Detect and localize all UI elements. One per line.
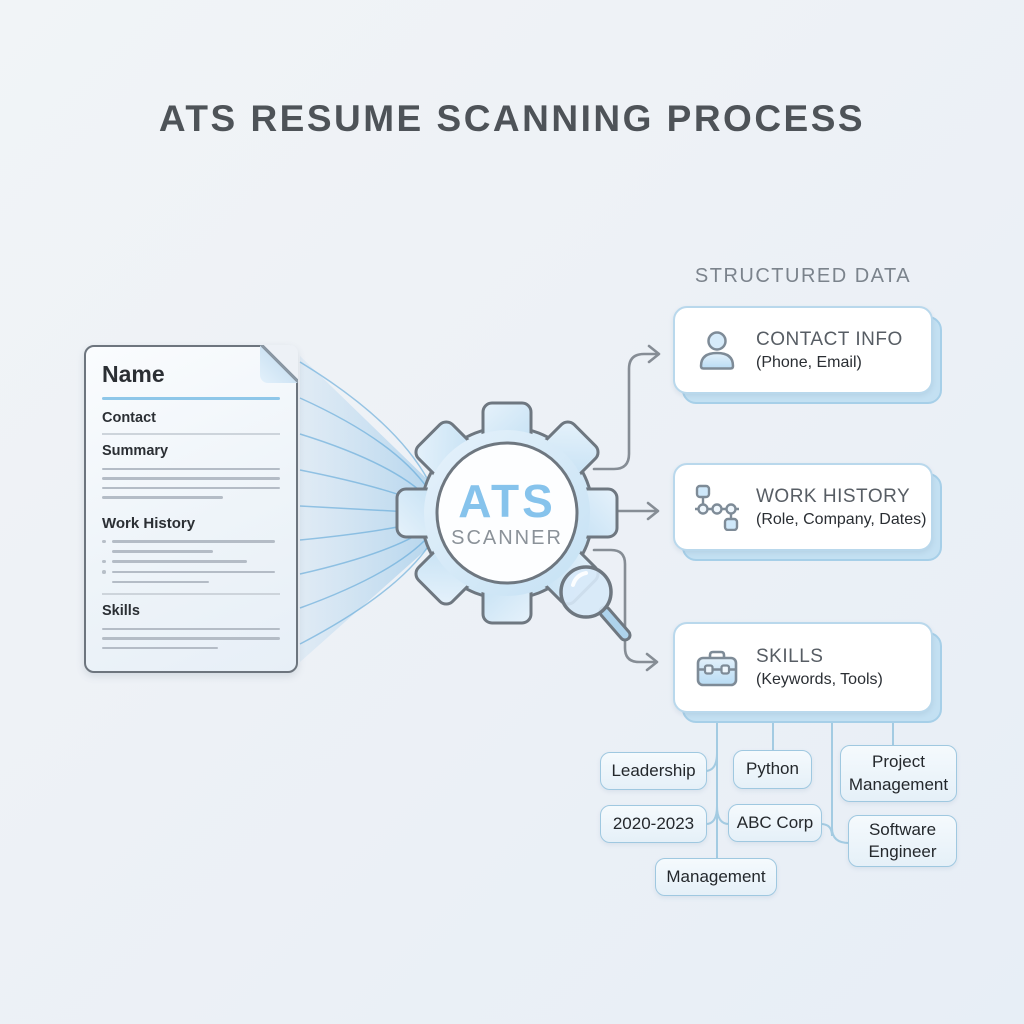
name-underline: [102, 397, 280, 400]
magnifier-icon: [559, 565, 632, 642]
page-fold-corner: [260, 345, 298, 383]
text-line: [102, 627, 280, 630]
resume-summary-heading: Summary: [102, 442, 169, 459]
text-line: [102, 646, 218, 649]
timeline-icon: [695, 484, 739, 531]
divider: [102, 593, 280, 595]
card-subtitle: (Role, Company, Dates): [756, 510, 927, 528]
resume-work-history-heading: Work History: [102, 514, 196, 532]
work-history-card: WORK HISTORY (Role, Company, Dates): [673, 463, 942, 561]
resume-skills-heading: Skills: [102, 602, 140, 619]
gear-icon: ATS SCANNER: [395, 401, 619, 625]
resume-document: Name Contact Summary Work History Skills: [84, 345, 298, 673]
bullet-line: [102, 570, 280, 574]
briefcase-icon: [696, 650, 738, 686]
text-line: [102, 496, 224, 499]
scanner-label-scanner: SCANNER: [451, 527, 563, 549]
page-title: ATS RESUME SCANNING PROCESS: [158, 98, 866, 139]
person-icon: [699, 331, 735, 370]
tag-python: Python: [733, 750, 812, 789]
tag-abc-corp: ABC Corp: [728, 804, 822, 842]
text-line: [112, 550, 280, 553]
card-subtitle: (Phone, Email): [756, 353, 862, 371]
tag-dates: 2020-2023: [600, 805, 707, 843]
bullet-line: [102, 539, 280, 543]
card-subtitle: (Keywords, Tools): [756, 671, 883, 688]
bullet-line: [102, 559, 280, 563]
text-line: [112, 580, 280, 583]
text-line: [102, 477, 280, 480]
skills-card: SKILLS (Keywords, Tools): [673, 622, 942, 723]
divider: [102, 433, 280, 435]
tag-software-engineer: Software Engineer: [848, 815, 957, 867]
output-arrows: [592, 344, 661, 672]
card-title: CONTACT INFO: [756, 328, 903, 350]
text-line: [102, 637, 280, 640]
tag-leadership: Leadership: [600, 752, 707, 790]
scanner-label-ats: ATS: [458, 475, 556, 527]
resume-name-heading: Name: [102, 361, 165, 387]
resume-contact-heading: Contact: [102, 410, 156, 426]
tag-project-management: Project Management: [840, 745, 957, 802]
text-line: [102, 467, 280, 470]
card-title: WORK HISTORY: [756, 485, 911, 507]
tag-management: Management: [655, 858, 777, 896]
card-title: SKILLS: [756, 646, 824, 667]
scan-beam: [299, 356, 431, 662]
text-line: [102, 486, 280, 489]
contact-info-card: CONTACT INFO (Phone, Email): [673, 306, 942, 404]
structured-data-label: STRUCTURED DATA: [694, 265, 912, 287]
